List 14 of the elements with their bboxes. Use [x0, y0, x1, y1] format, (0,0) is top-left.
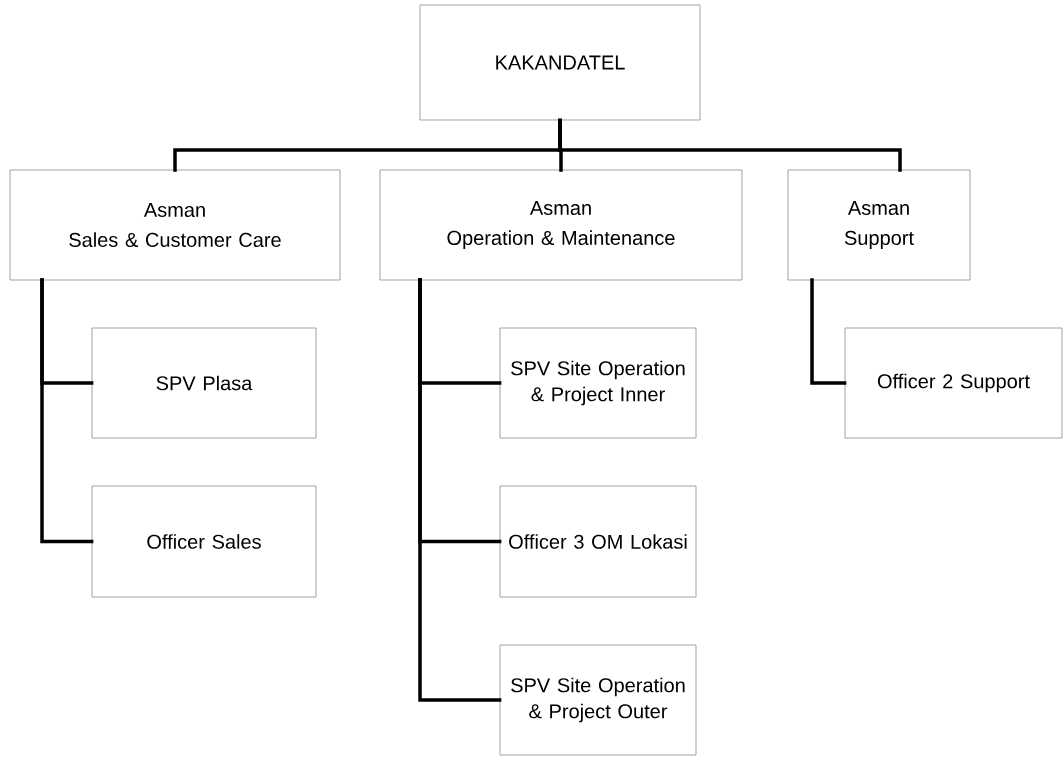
- org-box: Asman Operation & Maintenance: [379, 169, 743, 281]
- org-box: Officer 2 Support: [844, 327, 1063, 439]
- connector-line: [810, 278, 847, 385]
- org-box: Officer 3 OM Lokasi: [499, 485, 697, 598]
- connector-line: [40, 278, 94, 544]
- org-box: KAKANDATEL: [419, 4, 701, 121]
- org-box: SPV Plasa: [91, 327, 317, 439]
- org-box: Asman Sales & Customer Care: [9, 169, 341, 281]
- connector-line: [418, 278, 502, 702]
- org-box: SPV Site Operation & Project Outer: [499, 644, 697, 756]
- org-box: Asman Support: [787, 169, 971, 281]
- connector-line: [558, 118, 902, 172]
- org-box: Officer Sales: [91, 485, 317, 598]
- org-box: SPV Site Operation & Project Inner: [499, 327, 697, 439]
